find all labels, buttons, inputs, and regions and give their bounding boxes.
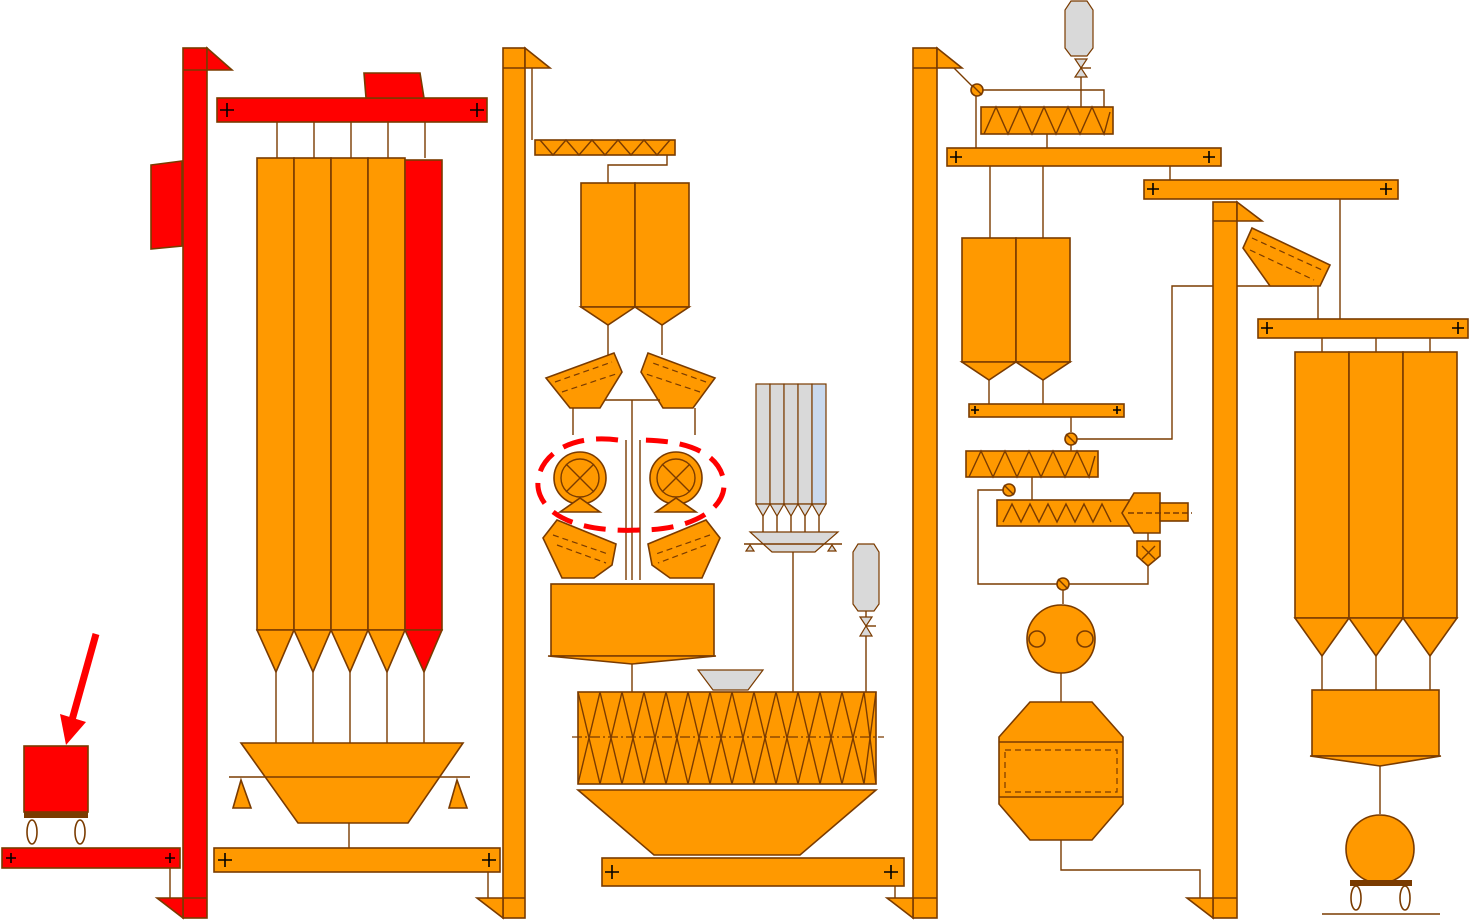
rotary-valve[interactable] <box>1136 540 1161 568</box>
valve-icon[interactable] <box>970 83 984 97</box>
twin-bin[interactable] <box>578 182 692 326</box>
truck-chassis <box>24 812 88 818</box>
silo-group-2[interactable] <box>1293 351 1459 690</box>
small-conveyor[interactable] <box>968 403 1125 432</box>
mixing-hopper[interactable] <box>547 583 717 692</box>
motor-right[interactable] <box>649 451 703 513</box>
silo-2[interactable] <box>293 157 332 631</box>
elevator-motor <box>150 160 183 250</box>
octagon-dryer[interactable] <box>998 701 1201 898</box>
silo-1[interactable] <box>256 157 295 631</box>
motor-left[interactable] <box>553 451 607 513</box>
mixer-discharge-hopper[interactable] <box>575 789 879 856</box>
truck-wheel-icon <box>26 819 38 845</box>
valve-icon[interactable] <box>1064 432 1078 446</box>
pipe-top <box>983 89 1105 107</box>
screw-conveyor-2[interactable] <box>980 105 1114 148</box>
bucket-elevator-2[interactable] <box>474 46 553 920</box>
silo-group-1[interactable] <box>255 157 444 744</box>
valve-icon[interactable] <box>1073 58 1091 78</box>
valve-icon[interactable] <box>858 616 876 637</box>
valve-icon[interactable] <box>1002 483 1016 497</box>
silo-5[interactable] <box>404 159 443 631</box>
silo-4[interactable] <box>367 157 406 631</box>
top-conveyor-1[interactable] <box>216 72 488 158</box>
weigh-hopper-2[interactable] <box>1309 689 1442 814</box>
small-funnel[interactable] <box>696 669 765 691</box>
pipe-loop <box>977 489 1149 585</box>
silo-3[interactable] <box>330 157 369 631</box>
truck-wheel-icon <box>74 819 86 845</box>
vibrating-feeder-left-bottom[interactable] <box>542 519 617 579</box>
screw-conveyor-3[interactable] <box>965 449 1099 500</box>
highlight-ring <box>535 436 727 533</box>
round-tank[interactable] <box>1026 604 1096 702</box>
bottom-conveyor-1[interactable] <box>213 847 501 898</box>
truck-body <box>23 745 89 813</box>
pipe-right <box>1077 285 1312 440</box>
vibrating-feeder-left-top[interactable] <box>544 351 623 409</box>
top-conveyor-3[interactable] <box>946 147 1222 238</box>
extruder[interactable] <box>996 492 1192 541</box>
arrow-pointer-icon <box>60 633 100 745</box>
bottom-conveyor-2[interactable] <box>601 857 905 898</box>
additive-bottle-2[interactable] <box>1064 0 1094 107</box>
vibrating-screen[interactable] <box>1242 226 1332 319</box>
top-conveyor-4[interactable] <box>1143 179 1399 319</box>
bucket-elevator-3[interactable] <box>884 46 977 920</box>
conveyor-drive <box>363 72 425 99</box>
vibrating-feeder-right-top[interactable] <box>640 351 717 409</box>
top-conveyor-5[interactable] <box>1257 318 1469 352</box>
screw-conveyor-1[interactable] <box>534 138 676 183</box>
valve-icon[interactable] <box>1056 577 1070 591</box>
packing-cart[interactable] <box>1322 814 1440 915</box>
bucket-elevator-4[interactable] <box>1184 200 1265 920</box>
truck[interactable] <box>23 745 89 845</box>
gray-silos[interactable] <box>744 383 842 692</box>
twin-bin-2[interactable] <box>959 237 1073 404</box>
feeder-links <box>572 325 696 580</box>
receiving-conveyor[interactable] <box>1 847 181 869</box>
bucket-elevator-1[interactable] <box>150 46 235 920</box>
vibrating-feeder-right-bottom[interactable] <box>647 519 721 579</box>
mixer[interactable] <box>572 691 884 785</box>
additive-bottle-1[interactable] <box>852 543 880 692</box>
weigh-hopper-1[interactable] <box>229 742 470 848</box>
